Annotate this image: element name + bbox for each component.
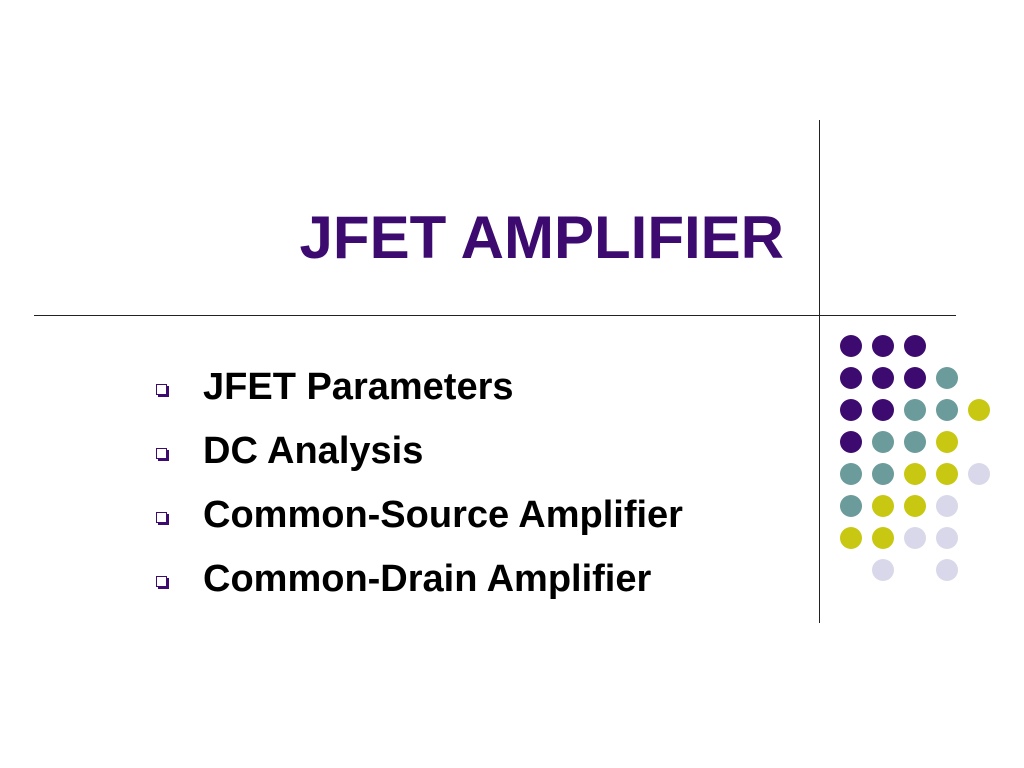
square-bullet-icon	[156, 447, 167, 459]
decorative-dot	[968, 463, 990, 485]
decorative-dot	[840, 527, 862, 549]
decorative-dot	[904, 335, 926, 357]
decorative-dot	[840, 431, 862, 453]
decorative-dot	[936, 495, 958, 517]
bullet-text: DC Analysis	[203, 429, 424, 472]
decorative-dot	[936, 559, 958, 581]
slide-title: JFET AMPLIFIER	[299, 204, 784, 271]
decorative-dot	[872, 399, 894, 421]
decorative-dot	[968, 399, 990, 421]
horizontal-rule	[34, 315, 956, 316]
decorative-dot	[840, 463, 862, 485]
bullet-text: JFET Parameters	[203, 365, 514, 408]
square-bullet-icon	[156, 575, 167, 587]
decorative-dot	[840, 367, 862, 389]
decorative-dot	[904, 399, 926, 421]
bullet-item: JFET Parameters	[156, 355, 683, 419]
bullet-text: Common-Drain Amplifier	[203, 557, 652, 600]
decorative-dot	[872, 559, 894, 581]
bullet-item: Common-Drain Amplifier	[156, 547, 683, 611]
decorative-dot	[904, 431, 926, 453]
decorative-dot	[840, 495, 862, 517]
decorative-dot	[936, 527, 958, 549]
decorative-dot	[904, 367, 926, 389]
bullet-list: JFET Parameters DC Analysis Common-Sourc…	[156, 355, 683, 611]
square-bullet-icon	[156, 383, 167, 395]
decorative-dot	[872, 463, 894, 485]
decorative-dot	[840, 399, 862, 421]
bullet-text: Common-Source Amplifier	[203, 493, 683, 536]
decorative-dot	[872, 367, 894, 389]
decorative-dot	[872, 335, 894, 357]
decorative-dot	[872, 431, 894, 453]
decorative-dot	[904, 463, 926, 485]
decorative-dot	[840, 335, 862, 357]
square-bullet-icon	[156, 511, 167, 523]
vertical-rule	[819, 120, 820, 623]
decorative-dot	[936, 463, 958, 485]
decorative-dot	[904, 527, 926, 549]
bullet-item: Common-Source Amplifier	[156, 483, 683, 547]
decorative-dot	[936, 399, 958, 421]
bullet-item: DC Analysis	[156, 419, 683, 483]
decorative-dot	[872, 495, 894, 517]
decorative-dot	[936, 367, 958, 389]
decorative-dot	[936, 431, 958, 453]
decorative-dot	[904, 495, 926, 517]
decorative-dot	[872, 527, 894, 549]
